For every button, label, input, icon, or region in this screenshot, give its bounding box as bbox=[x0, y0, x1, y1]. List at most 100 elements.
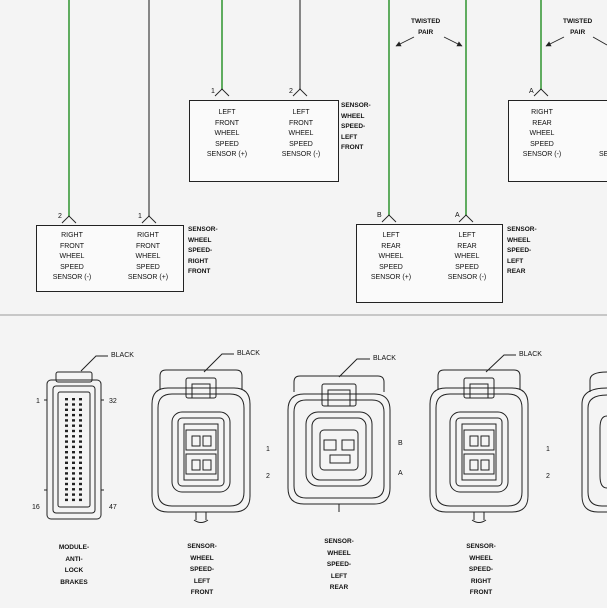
lf-color-label: BLACK bbox=[237, 350, 260, 357]
abs-pin-cavity bbox=[79, 498, 82, 502]
rf-conn-pin-2: 2 bbox=[546, 473, 550, 480]
abs-pin-cavity bbox=[72, 461, 75, 464]
abs-pin-cavity bbox=[65, 472, 68, 475]
abs-pin-cavity bbox=[65, 445, 68, 449]
rf-sensor-title: SENSOR- WHEEL SPEED- RIGHT FRONT bbox=[188, 226, 218, 275]
lf-conn-pin-2: 2 bbox=[266, 473, 270, 480]
abs-pin-cavity bbox=[79, 445, 82, 449]
leader-lr bbox=[338, 358, 370, 378]
abs-pin-cavity bbox=[79, 456, 82, 459]
abs-pin-cavity bbox=[79, 466, 82, 470]
rf-sensor-minus: RIGHT FRONT WHEEL SPEED SENSOR (-) bbox=[52, 232, 92, 281]
abs-pin-cavity bbox=[65, 429, 68, 433]
abs-pin-cavity bbox=[65, 451, 68, 454]
abs-pin-cavity bbox=[65, 493, 68, 496]
abs-pin-cavity bbox=[79, 488, 82, 491]
abs-pin-cavity bbox=[65, 419, 68, 422]
abs-pin-cavity bbox=[72, 466, 75, 470]
rf-caption: SENSOR- WHEEL SPEED- RIGHT FRONT bbox=[466, 543, 496, 596]
abs-pin-cavity bbox=[65, 408, 68, 411]
connector-lr-sensor bbox=[287, 375, 391, 512]
lf-sensor-title: SENSOR- WHEEL SPEED- LEFT FRONT bbox=[341, 102, 371, 151]
abs-pin-cavity bbox=[72, 482, 75, 486]
abs-pin-16: 16 bbox=[32, 504, 40, 511]
twisted-pair-arrow-left-2 bbox=[545, 36, 565, 47]
lr-sensor-title: SENSOR- WHEEL SPEED- LEFT REAR bbox=[507, 226, 537, 275]
abs-pin-cavity bbox=[72, 424, 75, 427]
rf-conn-pin-1: 1 bbox=[546, 446, 550, 453]
abs-pin-cavity bbox=[72, 493, 75, 496]
pin-chevrons bbox=[61, 88, 549, 224]
abs-pin-cavity bbox=[65, 482, 68, 486]
abs-pin-47: 47 bbox=[109, 504, 117, 511]
abs-pin-cavity bbox=[72, 477, 75, 480]
leader-lf bbox=[203, 353, 234, 373]
abs-pin-cavity bbox=[79, 435, 82, 438]
abs-pin-cavity bbox=[72, 488, 75, 491]
lr-pin-b: B bbox=[377, 212, 382, 219]
lr-conn-pin-b: B bbox=[398, 440, 403, 447]
abs-pin-cavity bbox=[72, 429, 75, 433]
abs-color-label: BLACK bbox=[111, 352, 134, 359]
abs-pin-cavity bbox=[79, 451, 82, 454]
lr-sensor-box: LEFT REAR WHEEL SPEED SENSOR (+) LEFT RE… bbox=[356, 224, 503, 303]
connector-rf-sensor bbox=[429, 369, 529, 523]
abs-pin-1: 1 bbox=[36, 398, 40, 405]
connector-rr-sensor-partial bbox=[581, 371, 607, 513]
abs-pin-32: 32 bbox=[109, 398, 117, 405]
abs-pin-cavity bbox=[65, 466, 68, 470]
lf-conn-pin-1: 1 bbox=[266, 446, 270, 453]
rr-sensor-box: RIGHT REAR WHEEL SPEED SENSOR (-) SE bbox=[508, 100, 607, 182]
abs-pin-cavity bbox=[72, 413, 75, 417]
abs-pin-cavity bbox=[65, 456, 68, 459]
rf-sensor-box: RIGHT FRONT WHEEL SPEED SENSOR (-) RIGHT… bbox=[36, 225, 184, 292]
twisted-pair-label-1: TWISTED PAIR bbox=[411, 18, 441, 36]
lf-pin-2: 2 bbox=[289, 88, 293, 95]
twisted-pair-arrow-right-2 bbox=[592, 36, 607, 46]
abs-pin-cavity bbox=[79, 408, 82, 411]
lr-sensor-minus: LEFT REAR WHEEL SPEED SENSOR (-) bbox=[447, 232, 487, 281]
rf-pin-1: 1 bbox=[138, 213, 142, 220]
leader-abs bbox=[80, 355, 108, 372]
abs-caption: MODULE- ANTI- LOCK BRAKES bbox=[58, 544, 90, 586]
abs-pin-cavity bbox=[79, 477, 82, 480]
lr-conn-pin-a: A bbox=[398, 470, 403, 477]
abs-pin-cavity bbox=[65, 413, 68, 417]
abs-pin-cavity bbox=[72, 403, 75, 406]
abs-pin-cavity bbox=[72, 419, 75, 422]
twisted-pair-label-2: TWISTED PAIR bbox=[563, 18, 593, 36]
abs-pin-cavity bbox=[79, 493, 82, 496]
abs-pin-cavity bbox=[72, 456, 75, 459]
abs-pin-cavity bbox=[72, 451, 75, 454]
abs-pin-cavity bbox=[79, 440, 82, 443]
abs-pin-cavity bbox=[65, 435, 68, 438]
lf-caption: SENSOR- WHEEL SPEED- LEFT FRONT bbox=[187, 543, 217, 596]
connector-lf-sensor bbox=[151, 369, 251, 523]
abs-pin-cavity bbox=[72, 498, 75, 502]
lf-sensor-minus: LEFT FRONT WHEEL SPEED SENSOR (-) bbox=[281, 109, 321, 158]
abs-pin-cavity bbox=[65, 440, 68, 443]
rr-sensor-partial: SE bbox=[599, 151, 607, 158]
lr-sensor-plus: LEFT REAR WHEEL SPEED SENSOR (+) bbox=[370, 232, 412, 281]
abs-pin-cavity bbox=[72, 445, 75, 449]
abs-pin-cavity bbox=[79, 429, 82, 433]
abs-pin-cavity bbox=[79, 398, 82, 401]
abs-pin-cavity bbox=[79, 413, 82, 417]
lf-sensor-plus: LEFT FRONT WHEEL SPEED SENSOR (+) bbox=[206, 109, 248, 158]
abs-pin-cavity bbox=[79, 482, 82, 486]
rr-sensor-minus: RIGHT REAR WHEEL SPEED SENSOR (-) bbox=[522, 109, 562, 158]
abs-pin-cavity bbox=[65, 498, 68, 502]
abs-pin-cavity bbox=[65, 398, 68, 401]
abs-pin-cavity bbox=[72, 440, 75, 443]
abs-pin-cavity bbox=[79, 403, 82, 406]
twisted-pair-arrow-left bbox=[395, 36, 415, 47]
abs-pin-cavity bbox=[72, 398, 75, 401]
abs-pin-cavity bbox=[79, 461, 82, 464]
lr-pin-a: A bbox=[455, 212, 460, 219]
abs-pin-cavity bbox=[72, 435, 75, 438]
abs-pin-cavity bbox=[65, 403, 68, 406]
connector-abs-module bbox=[44, 371, 104, 520]
abs-pin-cavity bbox=[72, 408, 75, 411]
lf-sensor-box: LEFT FRONT WHEEL SPEED SENSOR (+) LEFT F… bbox=[189, 100, 339, 182]
